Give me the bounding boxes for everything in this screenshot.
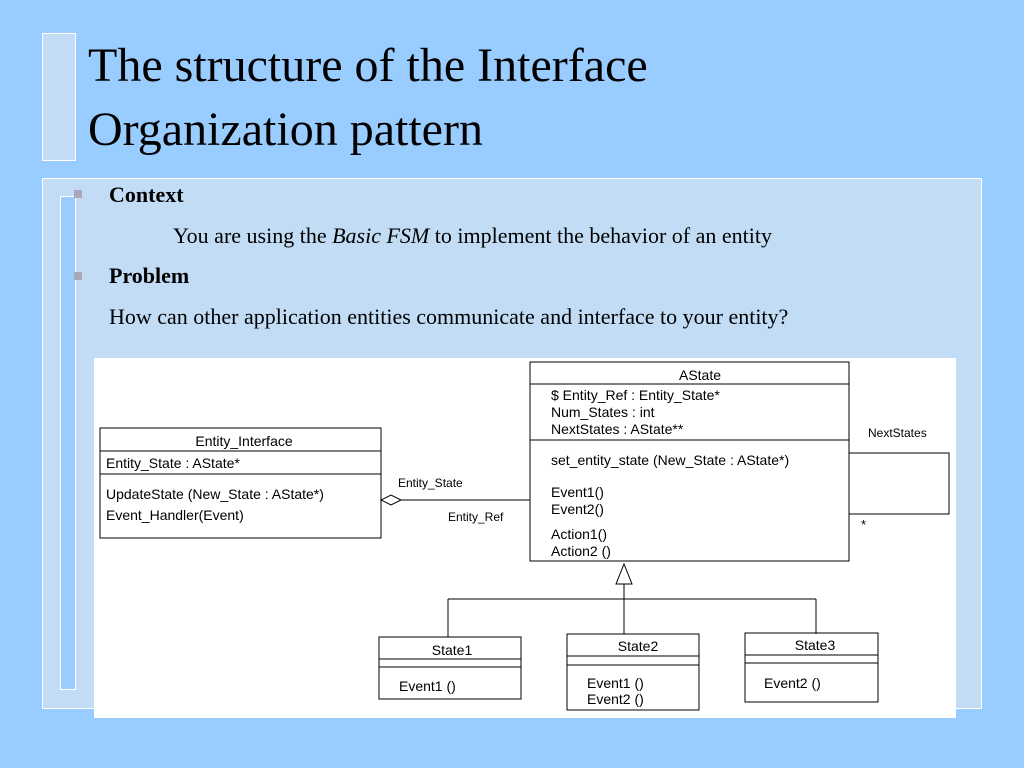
state3-operation: Event2 () — [764, 675, 821, 691]
title-accent-bar — [42, 33, 76, 161]
entity-interface-operation: Event_Handler(Event) — [106, 507, 244, 523]
context-text-end: to implement the behavior of an entity — [429, 223, 772, 248]
slide-title-line-2: Organization pattern — [88, 103, 483, 156]
state2-name: State2 — [618, 638, 659, 654]
problem-heading: Problem — [109, 263, 190, 288]
bullet-icon — [74, 272, 82, 280]
inheritance-triangle — [615, 562, 633, 585]
entity-interface-attribute: Entity_State : AState* — [106, 455, 240, 471]
astate-class-box — [529, 361, 850, 562]
entity-interface-name: Entity_Interface — [195, 433, 292, 449]
entity-state-role-label: Entity_State — [398, 476, 463, 490]
bullet-icon — [74, 190, 82, 198]
problem-text: How can other application entities commu… — [109, 304, 789, 329]
uml-class-diagram: Entity_Interface Entity_State : AState* … — [94, 358, 956, 718]
state3-name: State3 — [795, 637, 836, 653]
context-text-start: You are using the — [173, 223, 333, 248]
astate-operation: Event1() — [551, 484, 604, 500]
aggregation-diamond — [379, 494, 403, 506]
slide-title: The structure of the Interface Organizat… — [88, 34, 988, 162]
state3-class-box — [744, 632, 879, 703]
next-states-role-label: NextStates — [868, 426, 927, 440]
state1-class-box — [378, 636, 522, 700]
context-heading: Context — [109, 182, 184, 207]
state2-operation: Event1 () — [587, 675, 644, 691]
side-accent-bar — [60, 196, 76, 690]
state1-name: State1 — [432, 642, 473, 658]
context-text-emphasis: Basic FSM — [332, 223, 430, 248]
entity-ref-role-label: Entity_Ref — [448, 510, 504, 524]
state2-class-box — [566, 633, 700, 711]
context-text: You are using the Basic FSM to implement… — [173, 222, 772, 250]
next-states-self-association — [849, 452, 950, 515]
astate-operation: set_entity_state (New_State : AState*) — [551, 452, 789, 468]
entity-interface-class-box — [99, 427, 382, 539]
astate-operation: Event2() — [551, 501, 604, 517]
astate-operation: Action1() — [551, 526, 607, 542]
astate-operation: Action2 () — [551, 543, 611, 559]
slide-title-line-1: The structure of the Interface — [88, 39, 648, 92]
state2-operation: Event2 () — [587, 691, 644, 707]
multiplicity-label: * — [861, 517, 866, 532]
astate-attribute: Num_States : int — [551, 404, 655, 420]
uml-diagram-svg: Entity_Interface Entity_State : AState* … — [99, 361, 950, 711]
astate-name: AState — [679, 367, 721, 383]
astate-attribute: NextStates : AState** — [551, 421, 684, 437]
astate-attribute: $ Entity_Ref : Entity_State* — [551, 387, 720, 403]
entity-interface-operation: UpdateState (New_State : AState*) — [106, 486, 324, 502]
state1-operation: Event1 () — [399, 678, 456, 694]
